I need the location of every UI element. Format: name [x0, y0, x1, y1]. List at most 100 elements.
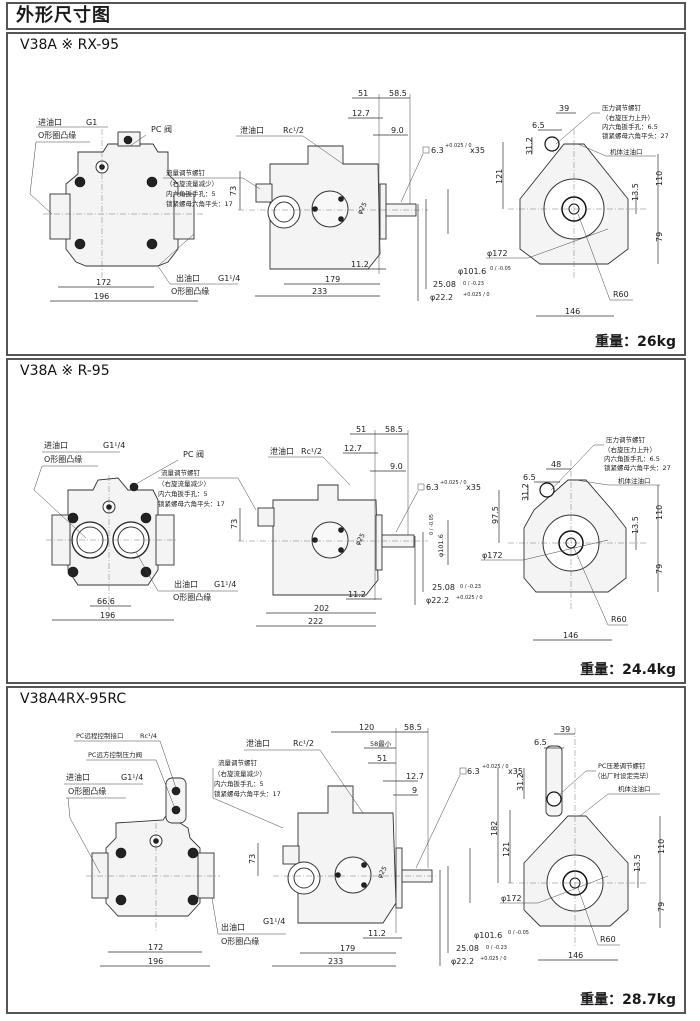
hex-key-label: 内六角扳手孔：5 — [166, 189, 216, 198]
pressure-note-label: （出厂时设定完毕） — [594, 771, 653, 780]
key-tol: +0.025 / 0 — [482, 764, 509, 770]
dim-222: 222 — [308, 617, 323, 626]
lock-nut-label: 锁紧螺母六角平头：17 — [158, 499, 225, 508]
dim-13-5: 13.5 — [633, 854, 642, 872]
shaft-dim: φ22.2 — [451, 957, 474, 966]
key-tol: +0.025 / 0 — [445, 143, 472, 149]
key-leader — [400, 153, 424, 203]
drain-leader — [268, 456, 351, 486]
end-lock-nut-label: 锁紧螺母六角平头：27 — [604, 463, 671, 472]
bolt — [338, 196, 344, 202]
remote-valve-leader — [86, 759, 175, 807]
outlet-port-label: G1¹/4 — [218, 274, 240, 283]
port-inner — [293, 867, 315, 889]
inlet-flange-label: O形圈凸缘 — [44, 454, 82, 464]
key-height-dim: 25.08 — [433, 280, 456, 289]
dim-9: 9.0 — [391, 126, 404, 135]
dim-11-2: 11.2 — [348, 590, 366, 599]
drawing-v38a-r-95: 进油口 G1¹/4 O形圈凸缘 PC 阀 出油口 G1¹/4 O形圈凸缘 66.… — [33, 425, 671, 641]
leader — [527, 228, 609, 259]
outlet-flange-label: O形圈凸缘 — [173, 592, 211, 602]
pump-body-front — [65, 143, 179, 267]
weight-label: 重量：24.4kg — [580, 662, 676, 678]
model-name: V38A4RX-95RC — [20, 691, 127, 707]
hex-key-label: 内六角扳手孔：5 — [158, 489, 208, 498]
flow-screw-label: 流量调节螺钉 — [218, 758, 258, 767]
radius-leader — [577, 213, 633, 301]
radius-dim: R60 — [600, 935, 616, 944]
dim-39: 39 — [560, 725, 570, 734]
side-view: 泄油口 Rc¹/2 流量调节螺钉 （右旋流量减少） 内六角扳手孔：5 锁紧螺母六… — [212, 723, 529, 967]
pressure-leader — [550, 444, 604, 491]
drain-leader — [244, 749, 364, 814]
dim-172: 172 — [148, 943, 163, 952]
dim-182: 182 — [490, 821, 499, 836]
pressure-screw-label: 压力调节螺钉 — [606, 435, 646, 444]
flow-screw-label: 流量调节螺钉 — [161, 468, 201, 477]
dim-73: 73 — [230, 519, 239, 529]
side-port — [257, 507, 275, 527]
bolt — [338, 527, 344, 533]
side-view: 泄油口 Rc¹/2 流量调节螺钉 （右旋流量减少） 内六角扳手孔：5 锁紧螺母六… — [163, 89, 511, 302]
dim-121: 121 — [495, 169, 504, 184]
bolt-circle-dim: φ172 — [482, 551, 503, 560]
bolt-bl — [67, 566, 79, 578]
remote-valve-label: PC远方控制压力阀 — [88, 750, 142, 759]
dim-9: 9 — [412, 786, 417, 795]
flow-note-label: （右旋流量减少） — [158, 479, 210, 488]
dim-48: 48 — [551, 460, 561, 469]
bolt-tr — [140, 512, 152, 524]
bolt-circle-dim: φ172 — [501, 894, 522, 903]
dim-58-5: 58.5 — [404, 723, 422, 732]
dim-58-5: 58.5 — [389, 89, 407, 98]
inlet-leader — [33, 465, 87, 539]
bolt — [312, 206, 318, 212]
outlet-flange-label: O形圈凸缘 — [221, 936, 259, 946]
leader — [537, 875, 609, 904]
pilot-dim: φ101.6 — [458, 267, 486, 276]
front-view: PC远程控制接口 Rc¹/4 PC远方控制压力阀 进油口 G1¹/4 O形圈凸缘… — [64, 731, 286, 967]
key-height-dim: 25.08 — [456, 944, 479, 953]
dim-51: 51 — [377, 754, 387, 763]
dim-79: 79 — [657, 902, 666, 912]
flow-note-label: （右旋流量减少） — [166, 179, 218, 188]
bolt-tl — [74, 176, 86, 188]
square-key-icon — [459, 767, 467, 775]
remote-port-label: PC远程控制接口 — [76, 731, 123, 740]
drawing-v38a4rx-95rc: PC远程控制接口 Rc¹/4 PC远方控制压力阀 进油口 G1¹/4 O形圈凸缘… — [64, 723, 666, 967]
key-length: x35 — [466, 483, 481, 492]
drain-port-label: Rc¹/2 — [301, 447, 322, 456]
drain-leader — [236, 135, 344, 165]
leader — [522, 539, 609, 561]
inlet-leader — [67, 797, 101, 874]
bolt-circle-dim: φ172 — [487, 249, 508, 258]
fill-leader — [577, 143, 656, 157]
key-leader — [395, 490, 419, 533]
dim-202: 202 — [314, 604, 329, 613]
dim-120: 120 — [359, 723, 374, 732]
dim-110: 110 — [655, 505, 664, 520]
shaft-tol: +0.025 / 0 — [456, 595, 483, 601]
outlet-label: 出油口 — [174, 579, 198, 589]
fill-leader — [579, 793, 660, 817]
dim-51: 51 — [358, 89, 368, 98]
bolt-br — [146, 238, 158, 250]
dim-58-5: 58.5 — [385, 425, 403, 434]
pc-leader — [129, 134, 147, 147]
dim-12-7: 12.7 — [352, 109, 370, 118]
inlet-label: 进油口 — [66, 772, 90, 782]
pilot-dim: φ101.6 — [474, 931, 502, 940]
weight-label: 重量：28.7kg — [580, 992, 676, 1008]
dim-51: 51 — [356, 425, 366, 434]
lock-nut-label: 锁紧螺母六角平头：17 — [214, 789, 281, 798]
bolt-bl — [74, 238, 86, 250]
bolt — [338, 547, 344, 553]
dim-73: 73 — [248, 854, 257, 864]
pc-valve-icon — [123, 135, 133, 145]
bolt — [361, 862, 367, 868]
mounting-flange — [375, 514, 383, 571]
pump-body-side — [297, 785, 397, 924]
key-leader — [415, 774, 461, 869]
panel-v38a4rx-95rc: V38A4RX-95RC PC远程控制接口 Rc¹/4 PC远方控制压力阀 进油… — [6, 686, 686, 1014]
pc-valve-label: PC 阀 — [151, 125, 172, 134]
